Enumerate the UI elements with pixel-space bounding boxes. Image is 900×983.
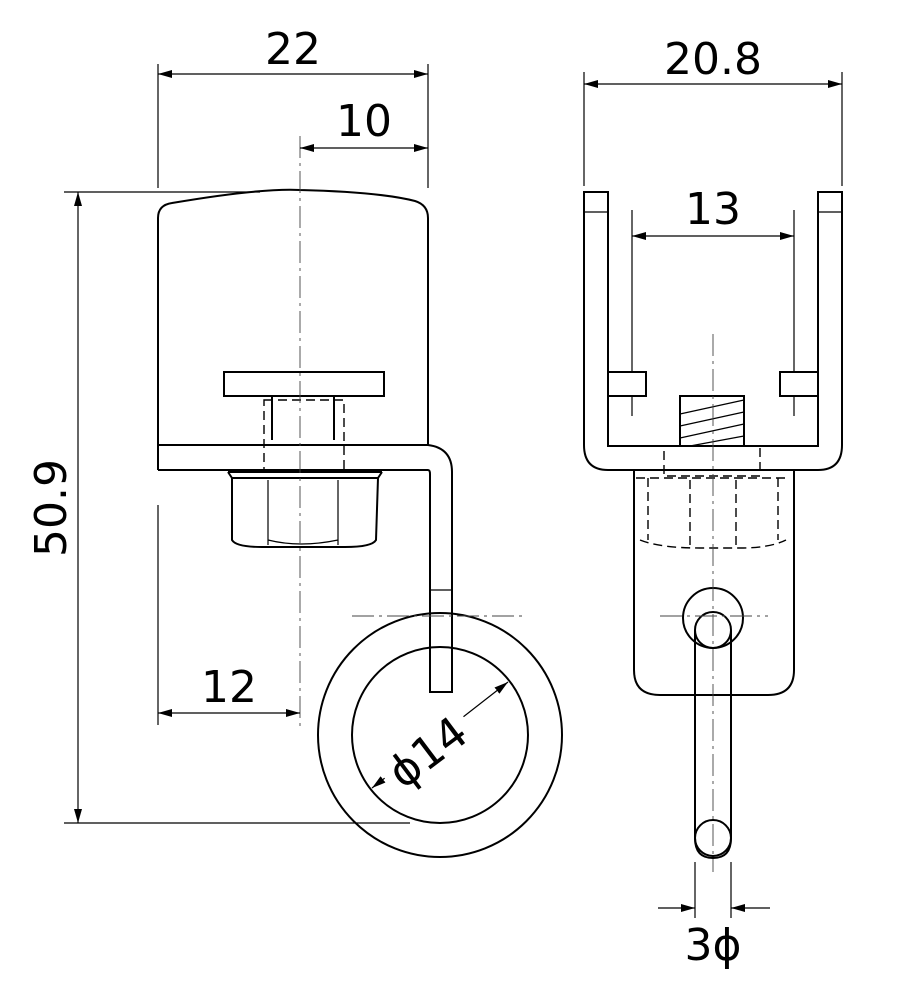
front-bracket (427, 444, 453, 693)
side-rod (694, 630, 732, 838)
side-view: 20.8 13 3ϕ (583, 34, 843, 971)
side-hanger-body (633, 470, 795, 696)
front-view: 22 10 50.9 12 ϕ14 (26, 24, 563, 858)
side-u-bracket (583, 191, 843, 471)
front-nut (231, 477, 380, 548)
front-plate (223, 371, 385, 397)
dim-rod-3: 3ϕ (684, 920, 741, 971)
dim-width-20-8: 20.8 (664, 34, 762, 85)
front-shaft (271, 396, 335, 440)
front-ring-outer (317, 612, 563, 858)
dim-lower-12: 12 (201, 662, 257, 713)
side-screw (679, 395, 745, 447)
dim-width-22: 22 (265, 24, 321, 75)
dim-inner-13: 13 (685, 184, 741, 235)
side-clip-right (779, 371, 819, 397)
front-body-outline (157, 188, 429, 471)
side-clip-left (607, 371, 647, 397)
front-ring-inner (351, 646, 529, 824)
dim-offset-10: 10 (336, 96, 392, 147)
dim-height-50-9: 50.9 (26, 459, 77, 557)
